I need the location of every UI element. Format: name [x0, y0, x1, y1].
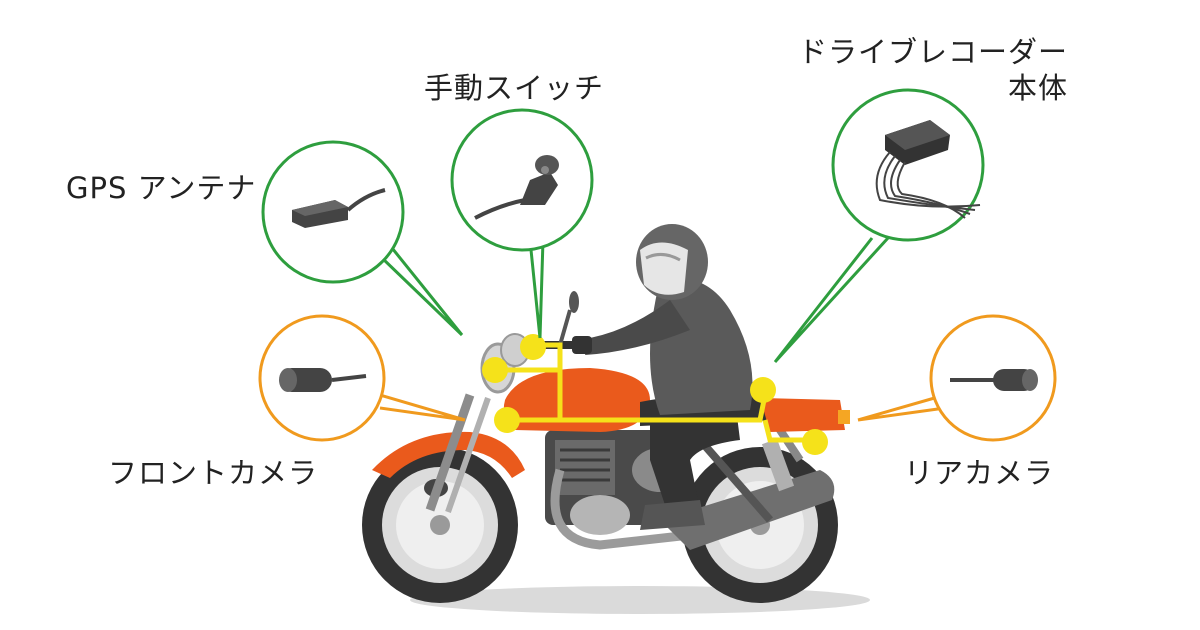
recorder-label-line1: ドライブレコーダー: [797, 35, 1068, 69]
front-camera-callout: [258, 314, 466, 442]
recorder-label-line2: 本体: [1007, 71, 1068, 105]
engine: [545, 430, 688, 535]
rear-fender: [760, 398, 845, 432]
wiring-harness: [495, 342, 815, 443]
manual-switch-label: 手動スイッチ: [424, 71, 605, 105]
front-camera-icon: [279, 368, 367, 392]
motorcycle: [362, 333, 850, 603]
rear-camera-icon: [950, 369, 1038, 391]
muffler: [660, 470, 835, 550]
recorder-callout: [773, 88, 985, 364]
rider: [572, 224, 753, 530]
recorder-unit-icon: [875, 120, 981, 219]
exhaust-pipe: [550, 468, 691, 550]
manual-switch-icon: [474, 155, 559, 220]
gps-antenna-label: GPS アンテナ: [66, 171, 257, 205]
fuel-tank: [503, 368, 650, 432]
front-fender: [372, 431, 525, 478]
wiring-nodes: [482, 334, 828, 455]
gps-antenna-callout: [261, 140, 464, 337]
manual-switch-callout: [450, 108, 594, 339]
gps-antenna-icon: [292, 188, 386, 228]
rear-camera-callout: [857, 314, 1057, 442]
rear-camera-label: リアカメラ: [904, 456, 1055, 490]
front-camera-label: フロントカメラ: [108, 456, 319, 490]
helmet: [636, 224, 708, 300]
front-wheel: [362, 447, 518, 603]
